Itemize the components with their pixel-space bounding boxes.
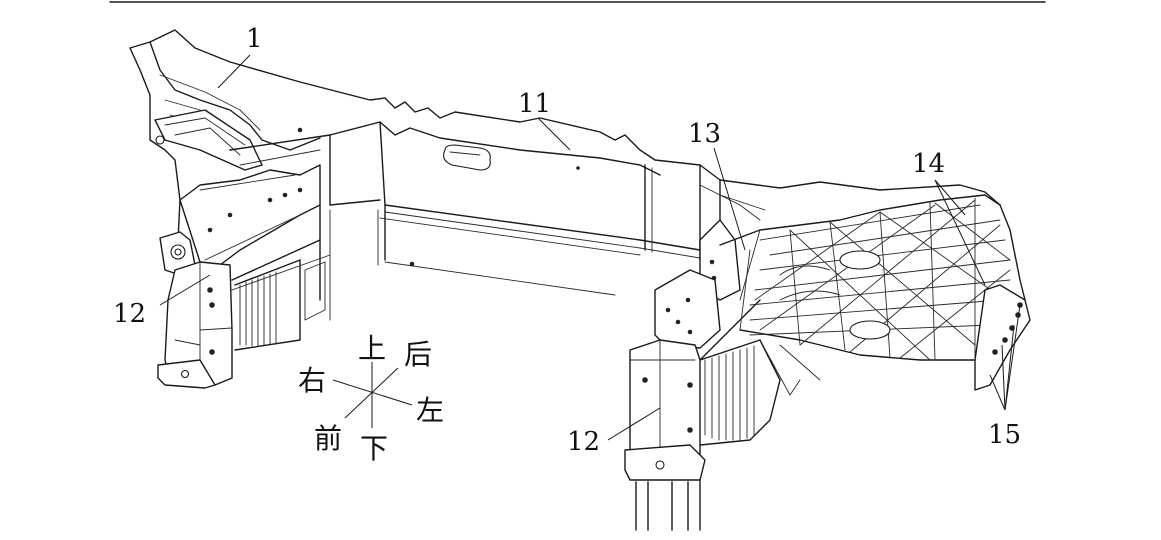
orientation-right: 右: [298, 364, 326, 397]
tray-lattice: [699, 197, 1011, 361]
callout-13: 13: [688, 119, 721, 149]
callout-11: 11: [518, 89, 551, 119]
right-fins: [699, 339, 821, 446]
callout-12-left: 12: [113, 299, 146, 329]
callout-15: 15: [988, 420, 1021, 450]
orientation-left: 左: [416, 394, 444, 427]
orientation-front: 前: [314, 422, 342, 455]
orientation-back: 后: [404, 338, 432, 371]
callout-14: 14: [912, 149, 945, 179]
leader-lines: [159, 54, 1021, 441]
front-back-axis: [344, 367, 399, 419]
orientation-indicator: 上 后 右 左 前 下: [298, 332, 444, 465]
callout-12-right: 12: [567, 427, 600, 457]
left-side-rail: [129, 41, 331, 389]
orientation-down: 下: [360, 432, 388, 465]
right-side-rail: [624, 164, 1031, 531]
left-fins: [234, 259, 326, 351]
callout-1: 1: [246, 24, 263, 54]
orientation-up: 上: [358, 332, 386, 365]
cross-beam: [129, 29, 1001, 321]
